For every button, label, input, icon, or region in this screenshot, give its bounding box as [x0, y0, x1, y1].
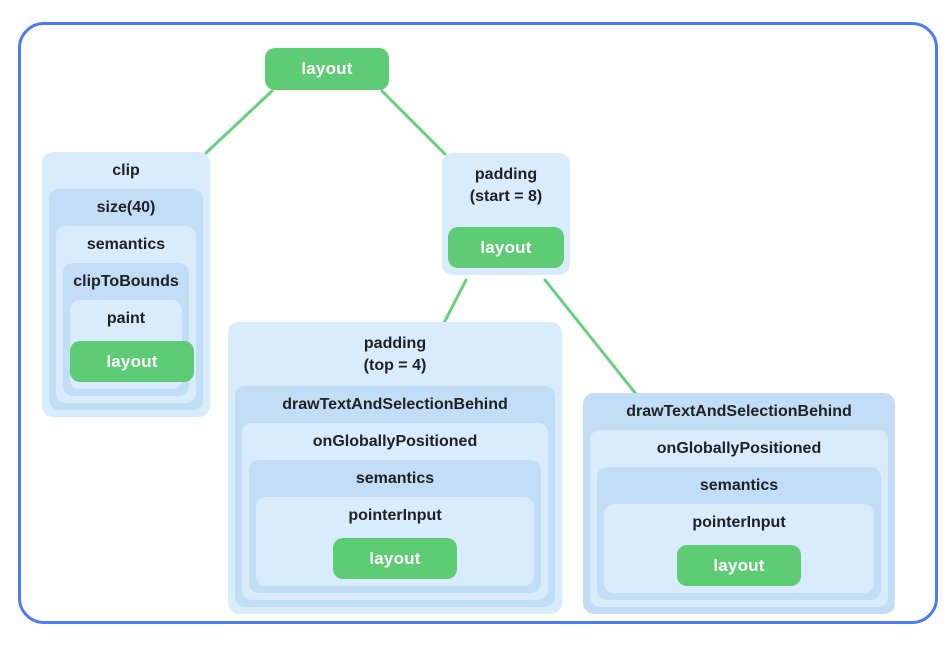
label-semantics-mid: semantics — [355, 470, 435, 487]
label-size40: size(40) — [96, 199, 156, 216]
card-drawtext: drawTextAndSelectionBehind onGloballyPos… — [583, 393, 895, 614]
box-pointerinput-right: pointerInput layout — [604, 504, 874, 593]
node-layout-leaf-drawtext: layout — [677, 545, 801, 586]
box-onglobally-right: onGloballyPositioned semantics pointerIn… — [590, 430, 888, 607]
label-padding-top-line1: padding — [363, 335, 427, 352]
node-root-layout: layout — [265, 48, 389, 90]
diagram-border — [18, 22, 938, 624]
label-padding-top: padding (top = 4) — [228, 322, 562, 386]
box-size40: size(40) semantics clipToBounds paint la… — [49, 189, 203, 410]
box-semantics: semantics clipToBounds paint layout — [56, 226, 196, 403]
label-pointerinput-mid: pointerInput — [348, 507, 442, 524]
label-padding-top-line2: (top = 4) — [363, 357, 427, 374]
box-semantics-right: semantics pointerInput layout — [597, 467, 881, 600]
label-semantics-right: semantics — [699, 477, 779, 494]
box-cliptobounds: clipToBounds paint layout — [63, 263, 194, 396]
card-padding-top: padding (top = 4) drawTextAndSelectionBe… — [228, 322, 562, 614]
node-layout-leaf-padding-top: layout — [333, 538, 457, 579]
box-onglobally-mid: onGloballyPositioned semantics pointerIn… — [242, 423, 548, 600]
box-drawtext-mid: drawTextAndSelectionBehind onGloballyPos… — [235, 386, 555, 607]
card-padding-start: padding (start = 8) layout — [442, 153, 570, 275]
label-onglobally-mid: onGloballyPositioned — [312, 433, 478, 450]
label-onglobally-right: onGloballyPositioned — [656, 440, 822, 457]
node-layout-leaf-clip: layout — [70, 341, 194, 382]
node-layout-leaf-padding-start: layout — [448, 227, 564, 268]
label-pointerinput-right: pointerInput — [692, 514, 786, 531]
label-semantics: semantics — [86, 236, 166, 253]
card-clip: clip size(40) semantics clipToBounds pai… — [42, 152, 210, 417]
label-padding-start: padding (start = 8) — [442, 153, 570, 217]
label-padding-start-line1: padding — [474, 166, 538, 183]
label-paint: paint — [106, 310, 146, 327]
box-semantics-mid: semantics pointerInput layout — [249, 460, 541, 593]
label-cliptobounds: clipToBounds — [73, 273, 179, 290]
label-padding-start-line2: (start = 8) — [469, 188, 543, 205]
box-pointerinput-mid: pointerInput layout — [256, 497, 534, 586]
label-drawtext-mid: drawTextAndSelectionBehind — [282, 396, 508, 413]
label-drawtext-right: drawTextAndSelectionBehind — [626, 403, 852, 420]
label-clip: clip — [112, 162, 140, 179]
box-paint: paint layout — [70, 300, 194, 389]
